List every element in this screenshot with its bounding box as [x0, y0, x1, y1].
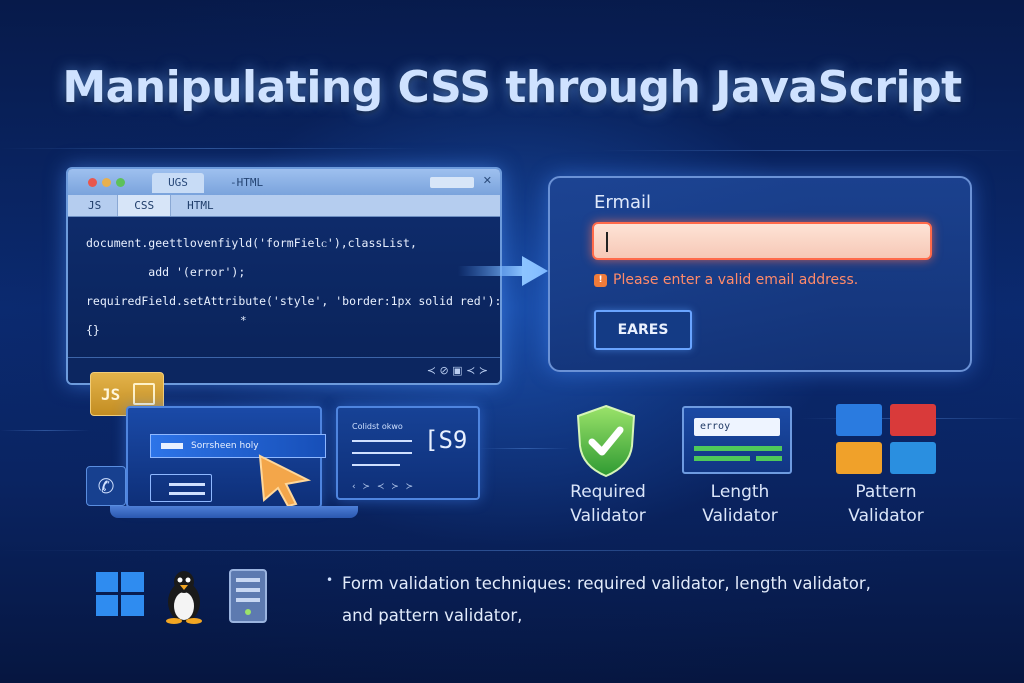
tab-js[interactable]: JS — [88, 199, 102, 212]
close-icon[interactable]: ✕ — [482, 174, 492, 187]
length-field-icon: erroy — [682, 406, 792, 474]
tab-html[interactable]: HTML — [187, 199, 214, 212]
email-form-panel: Ermail ! Please enter a valid email addr… — [548, 176, 972, 372]
css-card: Colidst okwo [S9 ‹ ≻ ≺ ≻ ≻ — [336, 406, 480, 500]
length-sample-input: erroy — [694, 418, 780, 436]
submit-button[interactable]: EARES — [594, 310, 692, 350]
error-message-row: ! Please enter a valid email address. — [594, 272, 858, 288]
css-card-glyph: [S9 — [424, 426, 468, 454]
page-title: Manipulating CSS through JavaScript — [62, 62, 962, 113]
arrow-right-icon — [458, 256, 548, 286]
laptop-base — [110, 506, 358, 518]
code-line: requiredField.setAttribute('style', 'bor… — [86, 294, 502, 308]
email-input[interactable] — [592, 222, 932, 260]
code-line: document.geettlovenfiyld('formFielᴄ'),cl… — [86, 236, 417, 250]
error-message: Please enter a valid email address. — [613, 272, 859, 288]
css-card-title: Colidst okwo — [352, 422, 403, 431]
code-line: add '(error'); — [86, 265, 246, 279]
code-line: {} — [86, 323, 100, 337]
server-icon — [229, 569, 267, 623]
laptop-input-bar[interactable]: Sorrsheen holy — [150, 434, 326, 458]
editor-titlebar: UGS -HTML ✕ — [68, 169, 500, 195]
pattern-grid-icon — [836, 404, 936, 474]
phone-icon: ✆ — [86, 466, 126, 506]
code-area[interactable]: document.geettlovenfiyld('formFielᴄ'),cl… — [68, 217, 500, 345]
js-badge-label: JS — [101, 385, 121, 404]
minimize-dot-icon[interactable] — [102, 178, 111, 187]
error-icon: ! — [594, 273, 607, 287]
list-icon — [150, 474, 212, 502]
bullet-dot: • — [326, 573, 334, 587]
email-label: Ermail — [594, 192, 652, 213]
text-caret — [606, 232, 608, 252]
editor-tabbar: JS CSS HTML — [68, 195, 500, 217]
close-dot-icon[interactable] — [88, 178, 97, 187]
shield-check-icon — [576, 404, 636, 478]
windows-icon — [96, 572, 144, 616]
arrow-left-icon — [161, 443, 183, 449]
bullet-description: Form validation techniques: required val… — [342, 574, 871, 625]
linux-penguin-icon — [166, 571, 202, 624]
laptop-bar-text: Sorrsheen holy — [191, 441, 259, 451]
window-tab-a[interactable]: UGS — [152, 173, 204, 193]
code-editor-window: UGS -HTML ✕ JS CSS HTML document.geettlo… — [66, 167, 502, 385]
laptop-screen: Sorrsheen holy — [126, 406, 326, 508]
editor-status-bar: ≺ ⊘ ▣ ≺ ≻ — [68, 357, 500, 383]
titlebar-slider[interactable] — [430, 177, 474, 188]
code-asterisk: * — [240, 314, 247, 327]
external-link-icon — [133, 383, 155, 405]
maximize-dot-icon[interactable] — [116, 178, 125, 187]
css-card-footer: ‹ ≻ ≺ ≻ ≻ — [352, 482, 416, 492]
mouse-cursor-icon — [258, 454, 312, 506]
tab-css[interactable]: CSS — [117, 195, 172, 216]
window-tab-b[interactable]: -HTML — [230, 176, 264, 189]
